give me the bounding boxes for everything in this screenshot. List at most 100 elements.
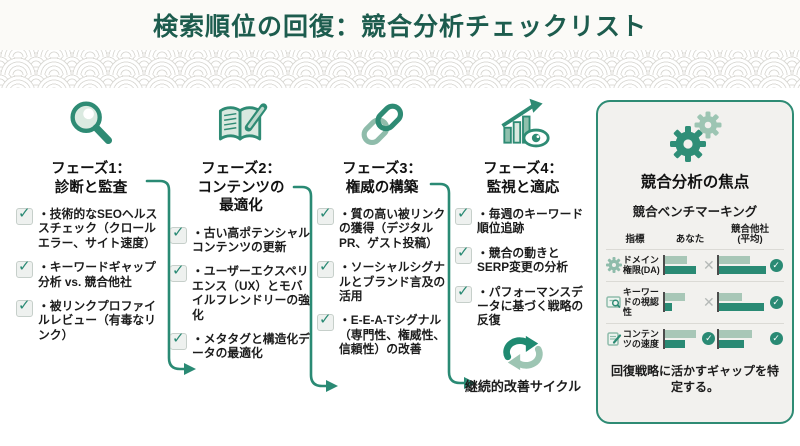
chain-link-icon — [317, 92, 447, 156]
continuous-improvement-cycle: 継続的改善サイクル — [455, 334, 591, 395]
checkbox-checked-icon[interactable]: ✓ — [16, 205, 33, 226]
checklist-item-label: ・技術的なSEOヘルススチェック（クロールエラー、サイト速度） — [38, 207, 158, 250]
gears-icon — [606, 110, 784, 168]
checklist-item-label: ・毎週のキーワード順位追跡 — [477, 207, 584, 236]
bar-dark — [665, 339, 685, 348]
phase-1-title: フェーズ1： 診断と監査 — [51, 161, 131, 196]
checkbox-checked-icon[interactable]: ✓ — [317, 205, 334, 226]
bar-light — [665, 329, 696, 338]
checkbox-checked-icon[interactable]: ✓ — [455, 283, 472, 303]
checklist-item: ✓ ・ユーザーエクスペリエンス（UX）とモバイルフレンドリーの強化 — [170, 262, 312, 322]
check-circle-icon: ✓ — [768, 295, 784, 309]
competitor-bars — [716, 255, 768, 276]
bar-light — [718, 329, 753, 338]
checkbox-checked-icon[interactable]: ✓ — [455, 205, 472, 226]
bar-light — [718, 293, 743, 302]
checkbox-checked-icon[interactable]: ✓ — [317, 311, 334, 332]
bar-light — [665, 256, 687, 265]
bar-dark — [718, 266, 766, 275]
checklist-item: ✓ ・メタタグと構造化データの最適化 — [170, 330, 312, 361]
checklist-item: ✓ ・技術的なSEOヘルススチェック（クロールエラー、サイト速度） — [16, 205, 166, 250]
magnifier-icon — [16, 92, 166, 156]
x-icon: ✕ — [702, 293, 715, 310]
phase-4-title: フェーズ4： 監視と適応 — [483, 161, 563, 196]
checklist-item: ✓ ・毎週のキーワード順位追跡 — [455, 205, 591, 236]
column-header-metric: 指標 — [625, 234, 645, 246]
check-circle-icon: ✓ — [768, 258, 784, 272]
checklist-item-label: ・E-E-A-Tシグナル（専門性、権威性、信頼性）の改善 — [339, 313, 446, 357]
you-bars — [663, 255, 701, 276]
checklist-item: ✓ ・ソーシャルシグナルとブランド言及の活用 — [317, 258, 447, 304]
checkbox-checked-icon[interactable]: ✓ — [170, 330, 187, 350]
benchmark-row-domain-authority: ドメイン権限(DA) ✕ ✓ — [606, 248, 784, 281]
phase-2-column: フェーズ2： コンテンツの 最適化 ✓ ・古い高ポテンシャルコンテンツの更新 ✓… — [170, 92, 312, 361]
chart-eye-icon — [455, 92, 591, 156]
benchmark-row-content-speed: コンテンツの速度 ✓ ✓ — [606, 322, 784, 355]
panel-footer-note: 回復戦略に活かすギャップを特定する。 — [610, 364, 779, 395]
checkbox-checked-icon[interactable]: ✓ — [16, 297, 33, 318]
checklist-item: ✓ ・被リンクプロファイルレビュー（有毒なリンク） — [16, 297, 166, 342]
column-header-you: あなた — [675, 234, 705, 246]
checklist-item-label: ・質の高い被リンクの獲得（デジタルPR、ゲスト投稿） — [339, 207, 446, 250]
checklist-item-label: ・古い高ポテンシャルコンテンツの更新 — [192, 225, 310, 255]
benchmark-header-row: 指標 あなた 競合他社 (平均) — [606, 224, 784, 249]
checklist-item: ✓ ・E-E-A-Tシグナル（専門性、権威性、信頼性）の改善 — [317, 311, 447, 357]
metric-label: コンテンツの速度 — [622, 328, 659, 349]
you-bars — [663, 292, 701, 313]
checklist-item-label: ・キーワードギャップ分析 vs. 競合他社 — [38, 260, 156, 289]
checklist-item-label: ・競合の動きとSERP変更の分析 — [477, 245, 569, 275]
gear-icon — [606, 257, 623, 274]
book-pen-icon — [170, 92, 312, 156]
phase-3-items: ✓ ・質の高い被リンクの獲得（デジタルPR、ゲスト投稿） ✓ ・ソーシャルシグナ… — [317, 205, 447, 357]
checkbox-checked-icon[interactable]: ✓ — [455, 244, 472, 264]
content-speed-icon — [606, 331, 623, 347]
checklist-item-label: ・パフォーマンスデータに基づく戦略の反復 — [477, 284, 584, 328]
cycle-arrows-icon — [503, 335, 543, 370]
bar-light — [718, 256, 751, 265]
competitor-bars — [716, 292, 768, 313]
checklist-item: ✓ ・競合の動きとSERP変更の分析 — [455, 244, 591, 275]
x-icon: ✕ — [702, 256, 715, 273]
cycle-label: 継続的改善サイクル — [464, 378, 582, 394]
checklist-item: ✓ ・古い高ポテンシャルコンテンツの更新 — [170, 224, 312, 255]
bar-dark — [665, 266, 696, 275]
checkbox-checked-icon[interactable]: ✓ — [16, 258, 33, 279]
phase-3-title: フェーズ3： 権威の構築 — [342, 161, 422, 196]
phase-2-title: フェーズ2： コンテンツの 最適化 — [197, 161, 285, 215]
phase-4-items: ✓ ・毎週のキーワード順位追跡 ✓ ・競合の動きとSERP変更の分析 ✓ ・パフ… — [455, 205, 591, 328]
panel-title: 競合分析の焦点 — [640, 174, 750, 191]
bar-dark — [718, 303, 765, 312]
competitor-bars — [716, 328, 768, 349]
keyword-visibility-icon — [606, 294, 623, 310]
header: 検索順位の回復：競合分析チェックリスト — [0, 0, 800, 50]
phase-3-column: フェーズ3： 権威の構築 ✓ ・質の高い被リンクの獲得（デジタルPR、ゲスト投稿… — [317, 92, 447, 357]
phase-4-column: フェーズ4： 監視と適応 ✓ ・毎週のキーワード順位追跡 ✓ ・競合の動きとSE… — [455, 92, 591, 395]
you-bars — [663, 328, 701, 349]
bar-dark — [718, 339, 745, 348]
column-header-competitors: 競合他社 (平均) — [730, 224, 769, 246]
checklist-item: ✓ ・質の高い被リンクの獲得（デジタルPR、ゲスト投稿） — [317, 205, 447, 250]
metric-label: ドメイン権限(DA) — [622, 254, 660, 276]
seigaiha-wave-pattern — [0, 50, 800, 88]
bar-dark — [665, 303, 672, 312]
benchmark-row-keyword-visibility: キーワードの視認性 ✕ ✓ — [606, 280, 784, 323]
checkbox-checked-icon[interactable]: ✓ — [317, 258, 334, 279]
checklist-item: ✓ ・キーワードギャップ分析 vs. 競合他社 — [16, 258, 166, 289]
checkbox-checked-icon[interactable]: ✓ — [170, 262, 187, 283]
checklist-item-label: ・ユーザーエクスペリエンス（UX）とモバイルフレンドリーの強化 — [192, 264, 310, 322]
benchmarking-title: 競合ベンチマーキング — [632, 205, 758, 219]
phase-1-items: ✓ ・技術的なSEOヘルススチェック（クロールエラー、サイト速度） ✓ ・キーワ… — [16, 205, 166, 342]
checklist-item-label: ・被リンクプロファイルレビュー（有毒なリンク） — [38, 299, 156, 342]
competitive-analysis-panel: 競合分析の焦点 競合ベンチマーキング 指標 あなた 競合他社 (平均) — [596, 100, 794, 424]
phase-2-items: ✓ ・古い高ポテンシャルコンテンツの更新 ✓ ・ユーザーエクスペリエンス（UX）… — [170, 224, 312, 361]
checklist-item-label: ・ソーシャルシグナルとブランド言及の活用 — [339, 260, 446, 304]
bar-light — [665, 293, 685, 302]
check-circle-icon: ✓ — [768, 332, 784, 346]
metric-label: キーワードの視認性 — [622, 286, 659, 318]
checklist-item-label: ・メタタグと構造化データの最適化 — [192, 331, 310, 361]
checklist-item: ✓ ・パフォーマンスデータに基づく戦略の反復 — [455, 283, 591, 328]
page-title: 検索順位の回復：競合分析チェックリスト — [152, 13, 647, 41]
check-circle-icon: ✓ — [701, 332, 717, 346]
checkbox-checked-icon[interactable]: ✓ — [170, 224, 187, 244]
